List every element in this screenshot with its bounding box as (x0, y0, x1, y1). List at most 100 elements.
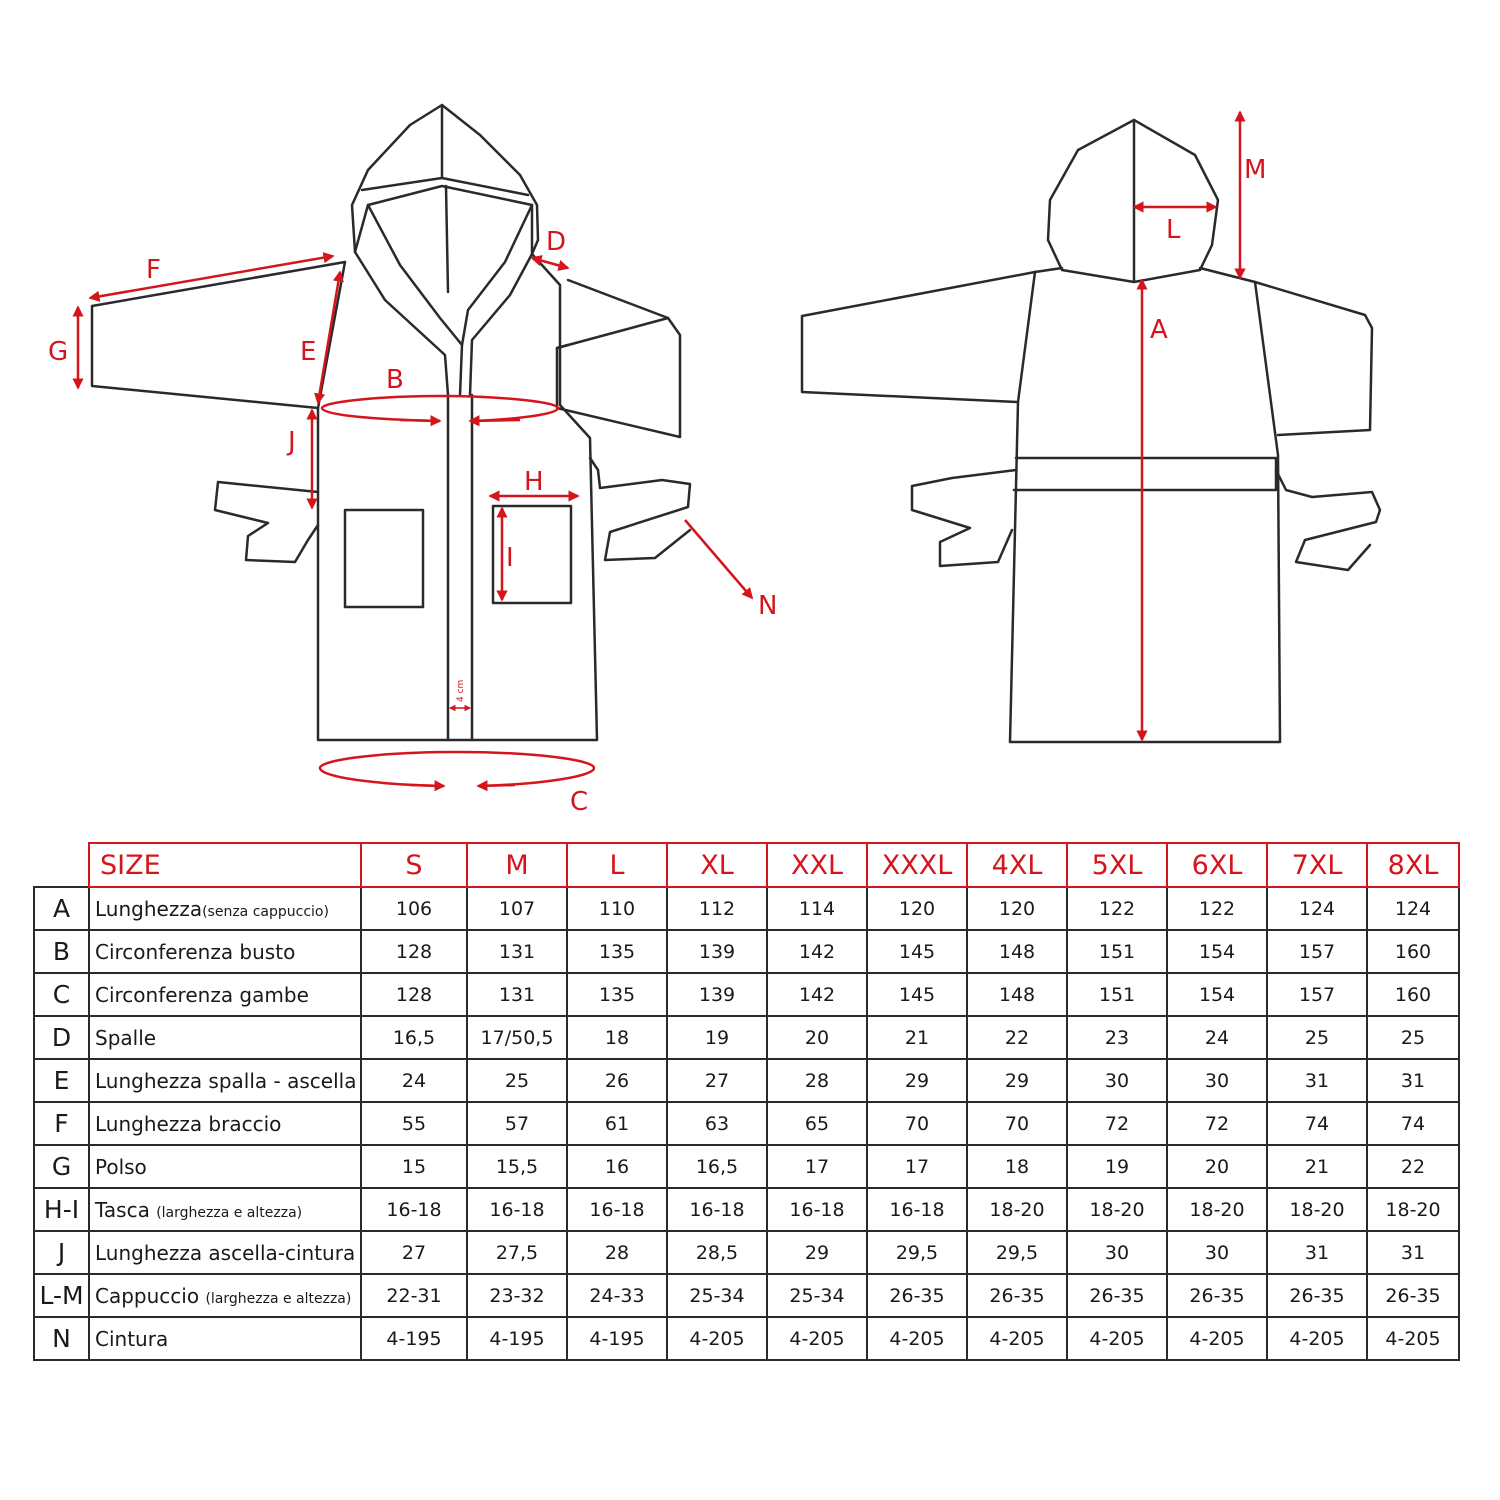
cell-value: 135 (566, 929, 668, 974)
back-body-left (1033, 266, 1064, 274)
front-lapel-fold-right (460, 203, 534, 347)
cell-value: 31 (1266, 1230, 1368, 1275)
cell-value: 23-32 (466, 1273, 568, 1318)
cell-value: 124 (1266, 886, 1368, 931)
cell-value: 154 (1166, 929, 1268, 974)
label-e: E (300, 337, 316, 367)
cell-value: 20 (766, 1015, 868, 1060)
label-g: G (48, 337, 68, 367)
cell-value: 4-205 (1166, 1316, 1268, 1361)
cell-value: 29,5 (966, 1230, 1068, 1275)
row-name-cell: Lunghezza spalla - ascella (88, 1058, 362, 1103)
cell-value: 29,5 (866, 1230, 968, 1275)
cell-value: 107 (466, 886, 568, 931)
row-code: C (33, 972, 90, 1017)
cell-value: 157 (1266, 929, 1368, 974)
row-note: (larghezza e altezza) (156, 1204, 303, 1221)
cell-value: 26-35 (1066, 1273, 1168, 1318)
cell-value: 21 (1266, 1144, 1368, 1189)
cell-value: 142 (766, 972, 868, 1017)
cell-value: 57 (466, 1101, 568, 1146)
cell-value: 29 (766, 1230, 868, 1275)
cell-value: 120 (866, 886, 968, 931)
cell-value: 27 (360, 1230, 468, 1275)
label-d: D (546, 227, 566, 257)
cell-value: 16,5 (666, 1144, 768, 1189)
row-name-cell: Cintura (88, 1316, 362, 1361)
label-i: I (506, 543, 514, 573)
cell-value: 16-18 (360, 1187, 468, 1232)
cell-value: 24 (360, 1058, 468, 1103)
cell-value: 26 (566, 1058, 668, 1103)
row-code: B (33, 929, 90, 974)
cell-value: 110 (566, 886, 668, 931)
cell-value: 16-18 (466, 1187, 568, 1232)
cell-value: 124 (1366, 886, 1460, 931)
label-n: N (758, 591, 777, 621)
cell-value: 15 (360, 1144, 468, 1189)
cell-value: 26-35 (866, 1273, 968, 1318)
header-size-s: S (360, 842, 468, 888)
cell-value: 16-18 (566, 1187, 668, 1232)
header-size-l: L (566, 842, 668, 888)
cell-value: 28 (766, 1058, 868, 1103)
back-belt-right (1274, 468, 1382, 572)
header-size-xxxl: XXXL (866, 842, 968, 888)
row-code: J (33, 1230, 90, 1275)
arrow-e (314, 270, 344, 405)
row-name: Cintura (95, 1326, 169, 1351)
cell-value: 131 (466, 972, 568, 1017)
cell-value: 18-20 (1266, 1187, 1368, 1232)
front-lapel-left (353, 184, 534, 256)
back-belt-band (1012, 456, 1278, 492)
cell-value: 30 (1166, 1230, 1268, 1275)
cell-value: 28,5 (666, 1230, 768, 1275)
row-name: Cappuccio (95, 1283, 200, 1308)
cell-value: 120 (966, 886, 1068, 931)
row-note: (senza cappuccio) (202, 903, 329, 920)
row-code: H-I (33, 1187, 90, 1232)
cell-value: 30 (1066, 1230, 1168, 1275)
cell-value: 31 (1266, 1058, 1368, 1103)
header-size-4xl: 4XL (966, 842, 1068, 888)
back-hood (1046, 118, 1220, 284)
cell-value: 21 (866, 1015, 968, 1060)
cell-value: 61 (566, 1101, 668, 1146)
row-name-cell: Lunghezza ascella-cintura (88, 1230, 362, 1275)
header-size-7xl: 7XL (1266, 842, 1368, 888)
cell-value: 55 (360, 1101, 468, 1146)
row-name: Polso (95, 1154, 147, 1179)
cell-value: 27 (666, 1058, 768, 1103)
cell-value: 106 (360, 886, 468, 931)
cell-value: 4-205 (866, 1316, 968, 1361)
row-name: Lunghezza ascella-cintura (95, 1240, 356, 1265)
front-lapel-outer-right (468, 252, 534, 397)
cell-value: 19 (1066, 1144, 1168, 1189)
measurements (72, 110, 1246, 792)
label-l: L (1166, 215, 1181, 245)
cell-value: 26-35 (966, 1273, 1068, 1318)
arrow-d (530, 255, 570, 271)
cell-value: 31 (1366, 1230, 1460, 1275)
cell-value: 17 (866, 1144, 968, 1189)
front-body (316, 252, 599, 742)
arrow-n (684, 519, 754, 600)
cell-value: 24-33 (566, 1273, 668, 1318)
cell-value: 16-18 (866, 1187, 968, 1232)
cell-value: 30 (1166, 1058, 1268, 1103)
cell-value: 74 (1366, 1101, 1460, 1146)
cell-value: 25 (1366, 1015, 1460, 1060)
row-name: Circonferenza busto (95, 939, 296, 964)
row-code: L-M (33, 1273, 90, 1318)
cell-value: 4-205 (766, 1316, 868, 1361)
arrow-f (88, 252, 335, 302)
cell-value: 4-205 (1266, 1316, 1368, 1361)
cell-value: 114 (766, 886, 868, 931)
cell-value: 122 (1066, 886, 1168, 931)
front-hood-outline (350, 103, 540, 256)
